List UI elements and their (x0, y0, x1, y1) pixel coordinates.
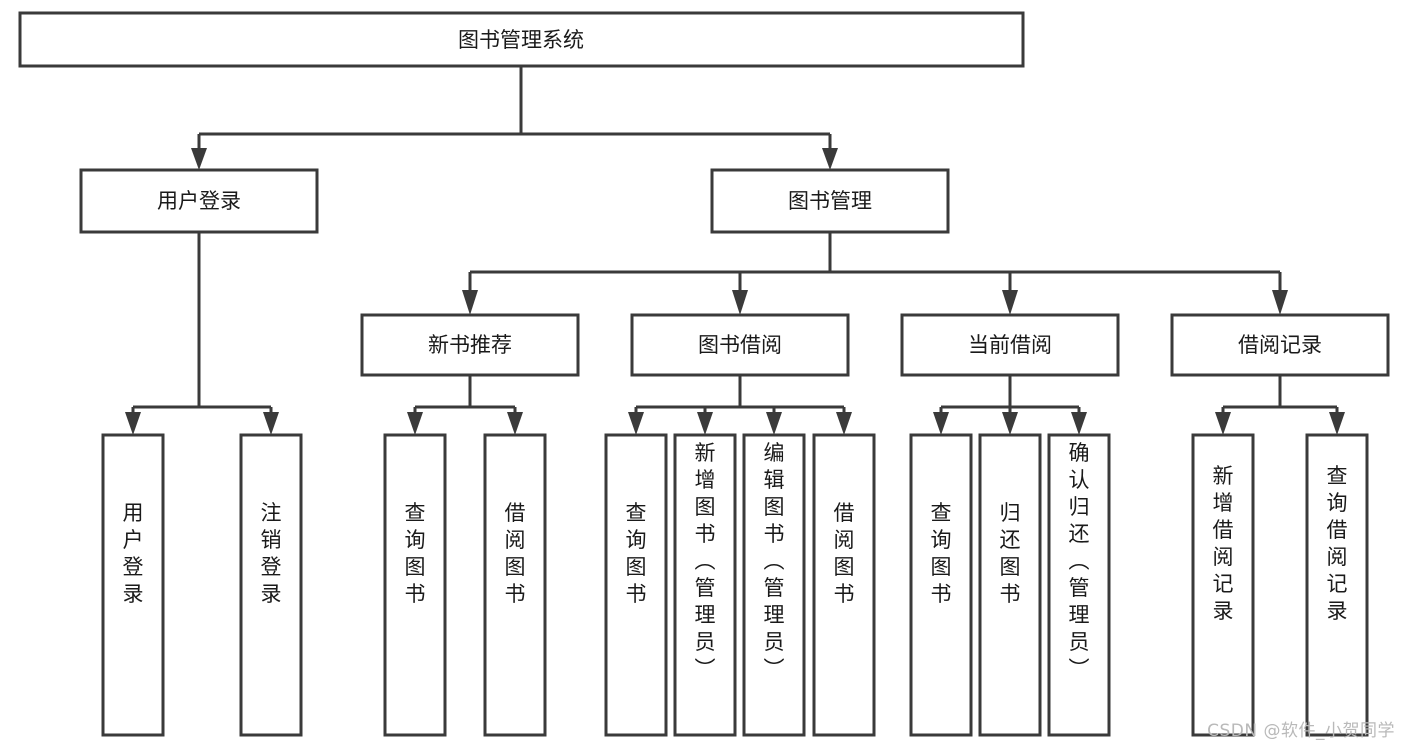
leaf-borrow-book-2[interactable]: 借阅图书 (812, 433, 876, 737)
arrowhead-new-book (462, 290, 478, 315)
arrowhead-book-management (822, 148, 838, 170)
leaf-logout-login[interactable]: 注销登录 (239, 433, 303, 737)
leaf-query-book-1-label: 查询图书 (405, 501, 426, 606)
leaf-edit-book-label: 编辑图书︵管理员︶ (764, 441, 785, 681)
arrowhead-leaf-edit-book (766, 412, 782, 435)
leaf-user-login[interactable]: 用户登录 (101, 433, 165, 737)
leaf-add-record-box[interactable] (1191, 433, 1255, 737)
arrowhead-leaf-logout-login (263, 412, 279, 435)
arrowhead-leaf-borrow-book-1 (507, 412, 523, 435)
node-root[interactable]: 图书管理系统 (18, 11, 1025, 68)
arrowhead-leaf-query-book-2 (628, 412, 644, 435)
leaf-borrow-book-1-label: 借阅图书 (505, 501, 526, 606)
leaf-add-book-box[interactable] (673, 433, 737, 737)
arrowhead-leaf-confirm-return (1071, 412, 1087, 435)
arrowhead-borrow-record (1272, 290, 1288, 315)
leaf-borrow-book-1[interactable]: 借阅图书 (483, 433, 547, 737)
leaf-logout-login-box[interactable] (239, 433, 303, 737)
arrowhead-leaf-add-record (1215, 412, 1231, 435)
leaf-return-book-label: 归还图书 (1000, 501, 1021, 606)
leaf-return-book-box[interactable] (978, 433, 1042, 737)
leaf-query-book-1-box[interactable] (383, 433, 447, 737)
node-book-borrow-label: 图书借阅 (698, 333, 782, 357)
node-user-login-label: 用户登录 (157, 189, 241, 213)
node-new-book-recommend-box[interactable] (360, 313, 580, 377)
leaf-query-book-3[interactable]: 查询图书 (909, 433, 973, 737)
node-book-management[interactable]: 图书管理 (710, 168, 950, 234)
leaf-query-record[interactable]: 查询借阅记录 (1305, 433, 1369, 737)
arrowhead-leaf-user-login (125, 412, 141, 435)
leaf-query-record-box[interactable] (1305, 433, 1369, 737)
leaf-add-book-label: 新增图书︵管理员︶ (695, 441, 716, 681)
node-current-borrow[interactable]: 当前借阅 (900, 313, 1120, 377)
node-current-borrow-box[interactable] (900, 313, 1120, 377)
leaf-query-book-3-label: 查询图书 (931, 501, 952, 606)
arrowhead-leaf-add-book (697, 412, 713, 435)
node-new-book-recommend-label: 新书推荐 (428, 333, 512, 357)
node-borrow-record-label: 借阅记录 (1238, 333, 1322, 357)
leaf-query-book-1[interactable]: 查询图书 (383, 433, 447, 737)
arrowhead-current-borrow (1002, 290, 1018, 315)
node-book-management-label: 图书管理 (788, 189, 872, 213)
leaf-edit-book[interactable]: 编辑图书︵管理员︶ (742, 433, 806, 737)
node-book-borrow-box[interactable] (630, 313, 850, 377)
leaf-user-login-box[interactable] (101, 433, 165, 737)
node-root-label: 图书管理系统 (458, 28, 584, 52)
node-root-box[interactable] (18, 11, 1025, 68)
leaf-borrow-book-2-box[interactable] (812, 433, 876, 737)
connector-layer (125, 66, 1345, 435)
leaf-query-book-3-box[interactable] (909, 433, 973, 737)
node-book-borrow[interactable]: 图书借阅 (630, 313, 850, 377)
node-current-borrow-label: 当前借阅 (968, 333, 1052, 357)
leaf-logout-login-label: 注销登录 (261, 501, 282, 606)
node-borrow-record[interactable]: 借阅记录 (1170, 313, 1390, 377)
leaf-borrow-book-2-label: 借阅图书 (834, 501, 855, 606)
arrowhead-leaf-query-book-3 (933, 412, 949, 435)
node-user-login[interactable]: 用户登录 (79, 168, 319, 234)
arrowhead-leaf-query-record (1329, 412, 1345, 435)
node-book-management-box[interactable] (710, 168, 950, 234)
node-new-book-recommend[interactable]: 新书推荐 (360, 313, 580, 377)
arrowhead-leaf-return-book (1002, 412, 1018, 435)
leaf-add-book[interactable]: 新增图书︵管理员︶ (673, 433, 737, 737)
leaf-add-record[interactable]: 新增借阅记录 (1191, 433, 1255, 737)
leaf-edit-book-box[interactable] (742, 433, 806, 737)
leaf-confirm-return-label: 确认归还︵管理员︶ (1069, 441, 1090, 681)
leaf-query-book-2[interactable]: 查询图书 (604, 433, 668, 737)
leaf-return-book[interactable]: 归还图书 (978, 433, 1042, 737)
leaf-confirm-return[interactable]: 确认归还︵管理员︶ (1047, 433, 1111, 737)
leaf-borrow-book-1-box[interactable] (483, 433, 547, 737)
leaf-query-book-2-label: 查询图书 (626, 501, 647, 606)
node-user-login-box[interactable] (79, 168, 319, 234)
arrowhead-leaf-query-book-1 (407, 412, 423, 435)
arrowhead-leaf-borrow-book-2 (836, 412, 852, 435)
leaf-query-record-label: 查询借阅记录 (1327, 464, 1348, 623)
node-borrow-record-box[interactable] (1170, 313, 1390, 377)
arrowhead-book-borrow (732, 290, 748, 315)
leaf-add-record-label: 新增借阅记录 (1213, 464, 1234, 623)
leaf-user-login-label: 用户登录 (123, 501, 144, 606)
leaf-confirm-return-box[interactable] (1047, 433, 1111, 737)
arrowhead-user-login (191, 148, 207, 170)
leaf-query-book-2-box[interactable] (604, 433, 668, 737)
